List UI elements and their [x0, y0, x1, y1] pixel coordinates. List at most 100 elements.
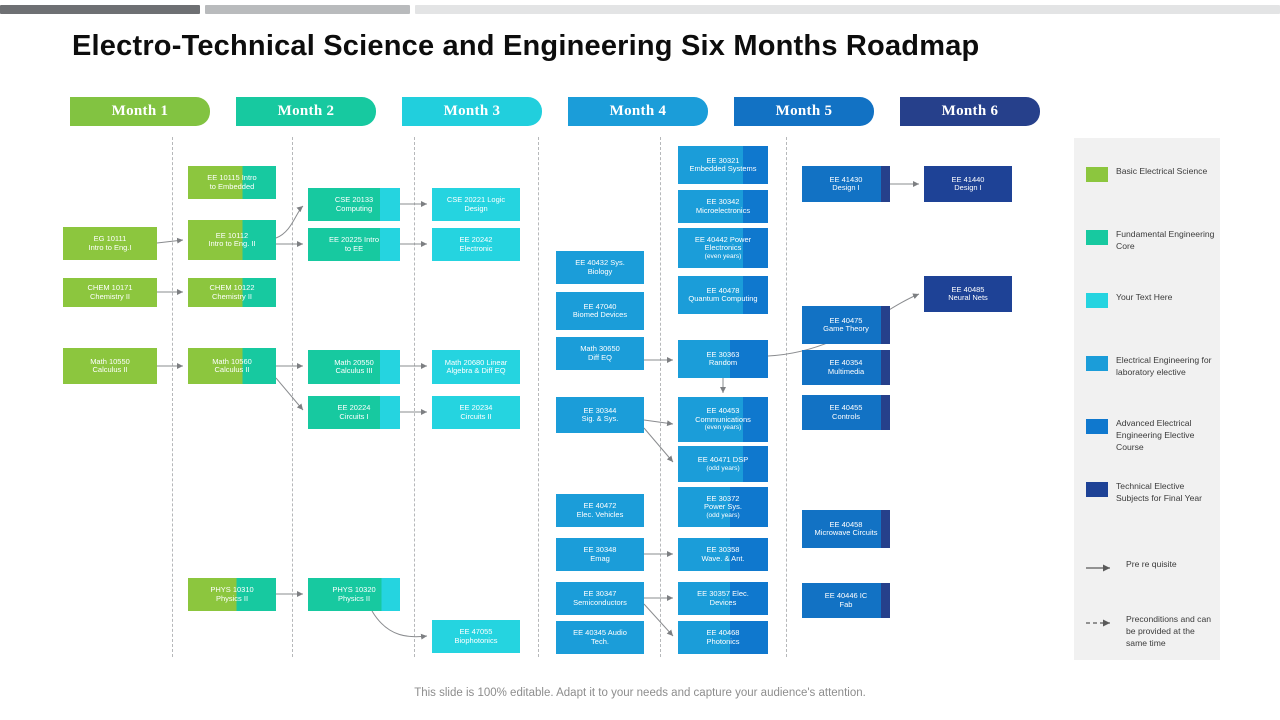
course-code-line: Math 10560: [212, 356, 252, 366]
course-code-line: EE 40432 Sys.: [575, 258, 625, 268]
month-tab-6[interactable]: Month 6: [900, 97, 1040, 126]
course-title-line: to EE: [344, 243, 364, 253]
legend-color-swatch: [1086, 167, 1108, 182]
course-title-line: Controls: [832, 411, 860, 421]
course-title-line: Chemistry II: [211, 291, 252, 301]
course-title-line: Calculus II: [214, 365, 250, 374]
course-code-line: EE 40354: [829, 358, 863, 368]
course-title-line: Embedded Systems: [689, 164, 757, 173]
legend-item-5: Advanced Electrical Engineering Elective…: [1086, 418, 1216, 454]
course-code-line: PHYS 10310: [210, 585, 254, 595]
course-title-line: Biophotonics: [454, 635, 498, 645]
course-title-line: Calculus III: [335, 366, 373, 375]
course-code-line: EE 40471 DSP: [697, 455, 749, 465]
month-tab-3[interactable]: Month 3: [402, 97, 542, 126]
legend-color-swatch: [1086, 419, 1108, 434]
course-code-line: EE 40458: [829, 519, 863, 529]
month-tab-1[interactable]: Month 1: [70, 97, 210, 126]
decorative-bar-dark: [0, 5, 200, 14]
course-code-line: EE 40453: [706, 406, 740, 416]
legend-item-label: Basic Electrical Science: [1116, 166, 1208, 176]
legend-color-swatch: [1086, 482, 1108, 497]
course-code-line: EE 30358: [706, 545, 740, 555]
month-tab-4[interactable]: Month 4: [568, 97, 708, 126]
course-title-line: Random: [708, 358, 738, 367]
connector-eg10111-to-ee10112: [156, 237, 184, 244]
course-node-ee40432[interactable]: EE 40432 Sys.Biology: [556, 251, 644, 284]
course-code-line: EE 47040: [583, 301, 617, 311]
course-code-line: EE 30342: [706, 197, 740, 207]
month-tab-2[interactable]: Month 2: [236, 97, 376, 126]
course-code-line: EE 30372: [706, 493, 740, 503]
course-code-line: EE 30363: [706, 349, 740, 359]
course-node-ee30357[interactable]: EE 30357 Elec.Devices: [678, 582, 768, 615]
course-title-line: Electronics: [704, 243, 742, 253]
course-title-line: to Embedded: [209, 181, 255, 191]
course-code-line: EE 40442 Power: [694, 234, 752, 244]
legend-item-label: Fundamental Engineering Core: [1116, 229, 1215, 251]
month-tab-5[interactable]: Month 5: [734, 97, 874, 126]
course-code-line: EG 10111: [93, 234, 127, 244]
course-note-line: (odd years): [706, 464, 740, 472]
legend-item-3: Your Text Here: [1086, 292, 1216, 308]
legend-item-2: Fundamental Engineering Core: [1086, 229, 1216, 253]
course-title-line: Intro to Eng.I: [88, 242, 132, 252]
course-title-line: Communications: [695, 414, 751, 424]
course-node-ee40471[interactable]: EE 40471 DSP(odd years): [678, 446, 768, 482]
course-code-line: EE 30357 Elec.: [697, 589, 749, 599]
legend-item-6: Technical Elective Subjects for Final Ye…: [1086, 481, 1216, 505]
